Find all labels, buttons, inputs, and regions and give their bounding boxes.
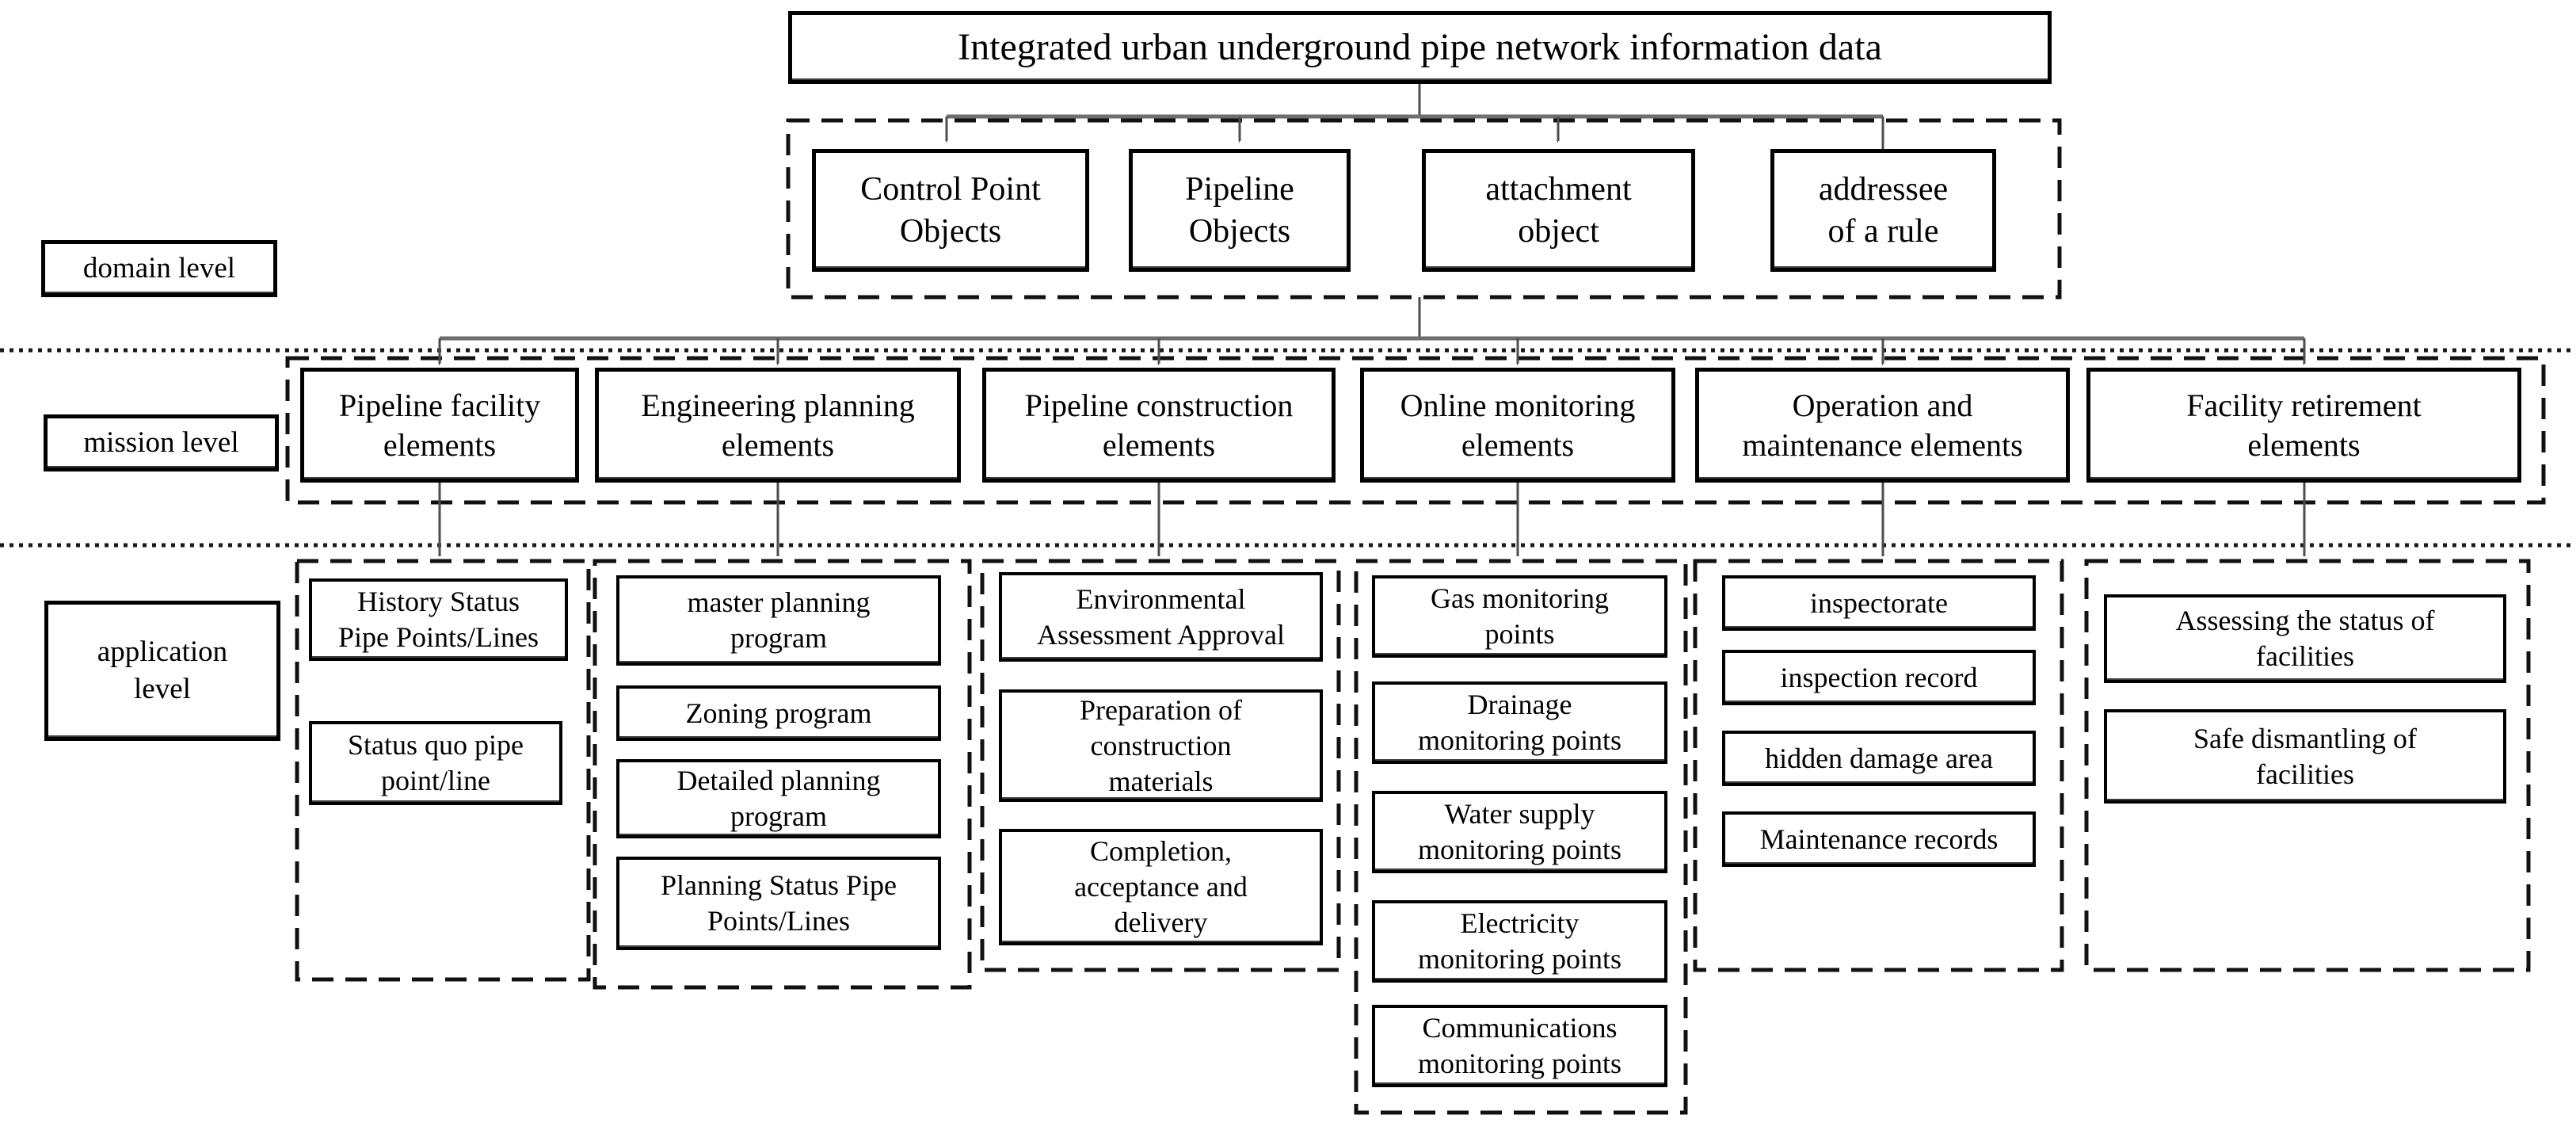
mission-box-facility-retirement: Facility retirement elements (2086, 368, 2521, 483)
diagram-title: Integrated urban underground pipe networ… (788, 11, 2052, 84)
app-container-operation-maintenance (1693, 559, 2064, 972)
app-box-inspection-record: inspection record (1722, 650, 2036, 705)
domain-box-control-point-objects: Control Point Objects (812, 149, 1089, 272)
level-label-mission: mission level (44, 414, 279, 471)
app-box-electricity-monitoring-points: Electricity monitoring points (1372, 900, 1667, 983)
app-box-water-supply-monitoring-points: Water supply monitoring points (1372, 791, 1667, 873)
app-box-completion-acceptance-delivery: Completion, acceptance and delivery (999, 829, 1323, 945)
app-box-detailed-planning-program: Detailed planning program (616, 759, 941, 838)
app-box-inspectorate: inspectorate (1722, 575, 2036, 631)
app-box-environmental-assessment-approval: Environmental Assessment Approval (999, 572, 1323, 662)
app-container-pipeline-construction (980, 559, 1341, 972)
app-box-communications-monitoring-points: Communications monitoring points (1372, 1005, 1667, 1087)
domain-box-pipeline-objects: Pipeline Objects (1129, 149, 1351, 272)
mission-box-pipeline-facility: Pipeline facility elements (300, 368, 579, 483)
level-label-application: application level (44, 601, 280, 741)
app-container-engineering-planning (593, 559, 972, 990)
mission-box-online-monitoring: Online monitoring elements (1360, 368, 1675, 483)
domain-objects-container (786, 118, 2062, 300)
app-box-history-status-pipe-points-lines: History Status Pipe Points/Lines (309, 578, 568, 661)
app-box-status-quo-pipe-point-line: Status quo pipe point/line (309, 721, 562, 805)
app-box-gas-monitoring-points: Gas monitoring points (1372, 575, 1667, 658)
mission-box-operation-maintenance: Operation and maintenance elements (1695, 368, 2070, 483)
level-label-domain: domain level (41, 240, 277, 297)
app-box-assessing-status-of-facilities: Assessing the status of facilities (2104, 594, 2506, 683)
mission-box-engineering-planning: Engineering planning elements (595, 368, 961, 483)
app-container-online-monitoring (1354, 559, 1688, 1115)
domain-box-addressee-of-a-rule: addressee of a rule (1770, 149, 1996, 272)
app-box-maintenance-records: Maintenance records (1722, 811, 2036, 867)
app-box-hidden-damage-area: hidden damage area (1722, 731, 2036, 786)
app-box-planning-status-pipe-points-lines: Planning Status Pipe Points/Lines (616, 857, 941, 950)
app-container-facility-retirement (2084, 559, 2531, 972)
app-box-safe-dismantling-of-facilities: Safe dismantling of facilities (2104, 709, 2506, 804)
app-container-pipeline-facility (295, 559, 591, 982)
mission-level-container (285, 356, 2546, 505)
app-box-preparation-of-construction-materials: Preparation of construction materials (999, 689, 1323, 802)
domain-box-attachment-object: attachment object (1422, 149, 1695, 272)
app-box-drainage-monitoring-points: Drainage monitoring points (1372, 681, 1667, 764)
app-box-zoning-program: Zoning program (616, 685, 941, 741)
mission-box-pipeline-construction: Pipeline construction elements (982, 368, 1336, 483)
app-box-master-planning-program: master planning program (616, 575, 941, 666)
